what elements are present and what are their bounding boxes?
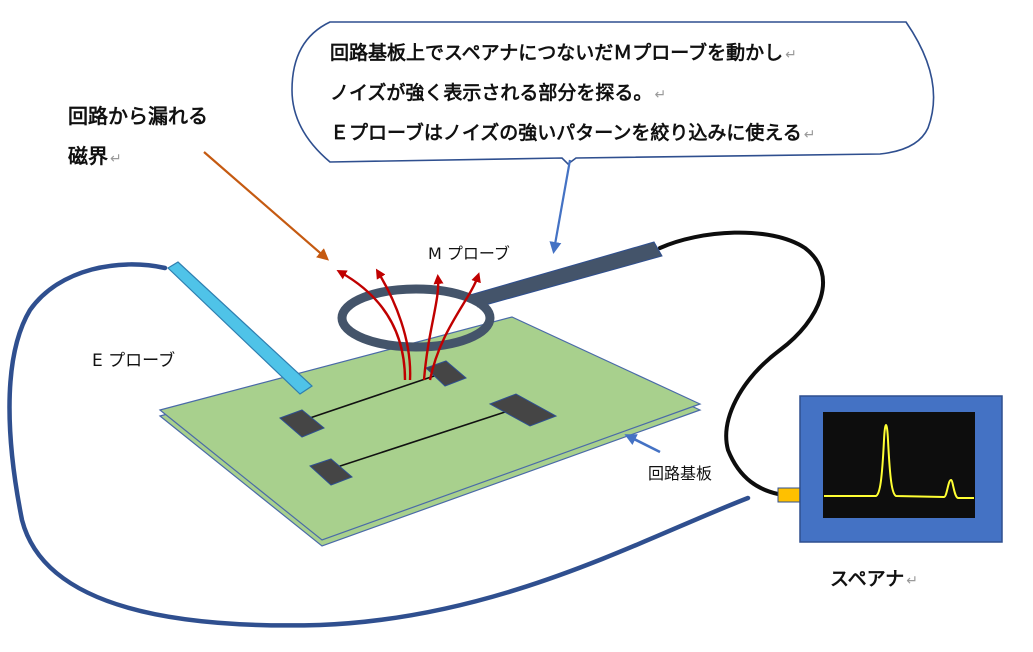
spectrum-trace — [824, 424, 974, 499]
chip-1 — [279, 409, 325, 438]
e-probe-cable — [7, 262, 751, 628]
callout-line-2: ノイズが強く表示される部分を探る。↵ — [330, 82, 667, 104]
return-mark: ↵ — [803, 127, 816, 143]
return-mark: ↵ — [785, 47, 797, 63]
m-probe-loop — [337, 284, 495, 352]
leak-field-line-2: 磁界↵ — [68, 144, 122, 168]
spectrum-analyzer — [777, 395, 1003, 543]
spectrum-analyzer-label: スペアナ↵ — [830, 568, 919, 590]
chip-4 — [309, 458, 353, 486]
return-mark: ↵ — [906, 573, 919, 589]
field-arrow-right — [428, 272, 481, 381]
chip-2 — [425, 360, 467, 387]
field-arrow-left — [336, 270, 407, 381]
field-arrow-mid-right — [422, 274, 444, 381]
analyzer-connector — [777, 487, 801, 503]
leak-field-label: 回路から漏れる 磁界↵ — [68, 96, 208, 179]
field-arrow-mid-left — [375, 268, 412, 381]
callout-pointer-arrow — [549, 159, 572, 254]
m-probe-label: M プローブ — [428, 244, 510, 263]
e-probe-label: E プローブ — [92, 351, 176, 371]
callout-text: 回路基板上でスペアナにつないだＭプローブを動かし↵ ノイズが強く表示される部分を… — [330, 34, 816, 154]
return-mark: ↵ — [110, 151, 122, 167]
pcb-board — [158, 316, 702, 547]
leak-field-arrow — [203, 151, 330, 261]
pcb-pointer-arrow — [624, 434, 661, 454]
pcb-trace-top — [297, 373, 441, 423]
callout-bubble — [291, 21, 935, 166]
leak-field-line-1: 回路から漏れる — [68, 104, 208, 128]
callout-line-3: Ｅプローブはノイズの強いパターンを絞り込みに使える↵ — [330, 122, 816, 144]
pcb-label: 回路基板 — [648, 464, 713, 483]
return-mark: ↵ — [654, 87, 667, 103]
pcb-trace-bottom — [327, 411, 506, 471]
analyzer-screen — [823, 412, 975, 518]
callout-line-1: 回路基板上でスペアナにつないだＭプローブを動かし↵ — [330, 42, 797, 64]
chip-3 — [488, 393, 558, 427]
m-probe-cable — [658, 230, 825, 496]
e-probe — [167, 261, 313, 395]
